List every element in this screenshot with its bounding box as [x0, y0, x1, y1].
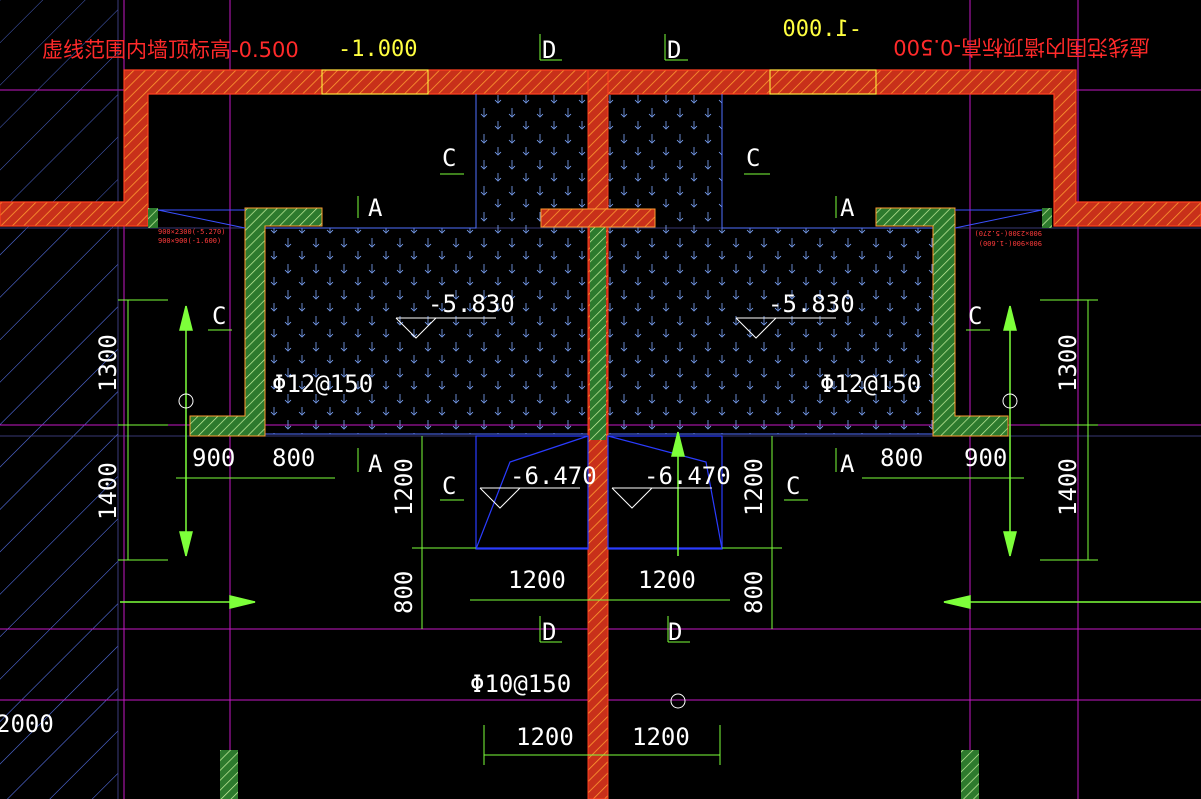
dim-sump-w-left: 1200 [508, 566, 566, 594]
dim-bottom-left-1200: 1200 [516, 723, 574, 751]
rebar-bottom: Φ10@150 [470, 670, 571, 698]
upper-pit-left [476, 94, 588, 228]
section-c-mid-right: C [968, 302, 982, 330]
left-soil-hatch-lower [0, 230, 118, 799]
section-c-low-right: C [786, 472, 800, 500]
svg-text:虚线范围内墙顶标高-0.500: 虚线范围内墙顶标高-0.500 [893, 35, 1150, 59]
dim-bottom-right-1200: 1200 [632, 723, 690, 751]
svg-text:900×900(-1.600): 900×900(-1.600) [979, 239, 1042, 247]
section-a-upper-left: A [368, 194, 383, 222]
dim-left-900: 900 [192, 444, 235, 472]
markers [178, 393, 1018, 709]
dim-left-1300: 1300 [94, 334, 122, 392]
note-small-right-2-mirror: 900×900(-1.600) [979, 239, 1042, 247]
right-wall-stub [1042, 208, 1052, 228]
section-c-upper-left: C [442, 144, 456, 172]
dim-left-800: 800 [272, 444, 315, 472]
section-a-low-left: A [368, 450, 383, 478]
level-symbols [395, 317, 836, 509]
main-pit-left [265, 228, 588, 434]
dim-sump-h-left: 1200 [390, 458, 418, 516]
arrows [120, 305, 1201, 609]
level-sump-right: -6.470 [644, 462, 731, 490]
top-wall-opening-left [321, 69, 429, 95]
sumps [475, 435, 723, 550]
level-top-left: -1.000 [338, 37, 417, 62]
left-pit-wall [189, 207, 323, 437]
note-small-left-2: 900×900(-1.600) [158, 237, 221, 245]
dim-sump-h-right: 1200 [740, 458, 768, 516]
dim-left-1400: 1400 [94, 462, 122, 520]
level-pit-right: -5.830 [768, 290, 855, 318]
dim-far-left-2000: 2000 [0, 710, 54, 738]
post-right [961, 750, 979, 799]
rebar-slab-left: Φ12@150 [272, 370, 373, 398]
level-sump-left: -6.470 [510, 462, 597, 490]
center-crossbeam [540, 208, 656, 228]
section-lines [208, 34, 990, 643]
note-small-left-1: 900×2300(-5.270) [158, 228, 225, 236]
section-d-top-left: D [542, 36, 556, 64]
note-top-right-red-mirror: 虚线范围内墙顶标高-0.500 [893, 35, 1150, 59]
dim-right-1300: 1300 [1054, 334, 1082, 392]
left-wall-stub [148, 208, 158, 228]
note-small-right-1-mirror: 900×2300(-5.270) [975, 229, 1042, 237]
rebar-slab-right: Φ12@150 [820, 370, 921, 398]
section-c-mid-left: C [212, 302, 226, 330]
dim-right-800: 800 [880, 444, 923, 472]
center-wall-green [590, 220, 606, 440]
main-pit-right [608, 228, 933, 434]
section-d-bottom-right: D [668, 618, 682, 646]
dimension-lines [118, 299, 1098, 765]
section-a-low-right: A [840, 450, 855, 478]
section-d-bottom-left: D [542, 618, 556, 646]
section-c-upper-right: C [746, 144, 760, 172]
svg-text:-1.000: -1.000 [783, 17, 862, 42]
section-c-low-left: C [442, 472, 456, 500]
section-a-upper-right: A [840, 194, 855, 222]
dim-gap-right-800: 800 [740, 571, 768, 614]
dim-sump-w-right: 1200 [638, 566, 696, 594]
section-d-top-right: D [667, 36, 681, 64]
small-openings [157, 209, 1043, 229]
note-top-right-mirror: -1.000 [783, 17, 862, 42]
note-top-left: 虚线范围内墙顶标高-0.500 [42, 38, 299, 62]
right-pit-wall [875, 207, 1009, 437]
svg-text:900×2300(-5.270): 900×2300(-5.270) [975, 229, 1042, 237]
dim-right-900: 900 [964, 444, 1007, 472]
upper-pit-right [608, 94, 722, 228]
level-pit-left: -5.830 [428, 290, 515, 318]
dim-right-1400: 1400 [1054, 458, 1082, 516]
post-left [220, 750, 238, 799]
top-wall-opening-right [769, 69, 877, 95]
dim-gap-left-800: 800 [390, 571, 418, 614]
